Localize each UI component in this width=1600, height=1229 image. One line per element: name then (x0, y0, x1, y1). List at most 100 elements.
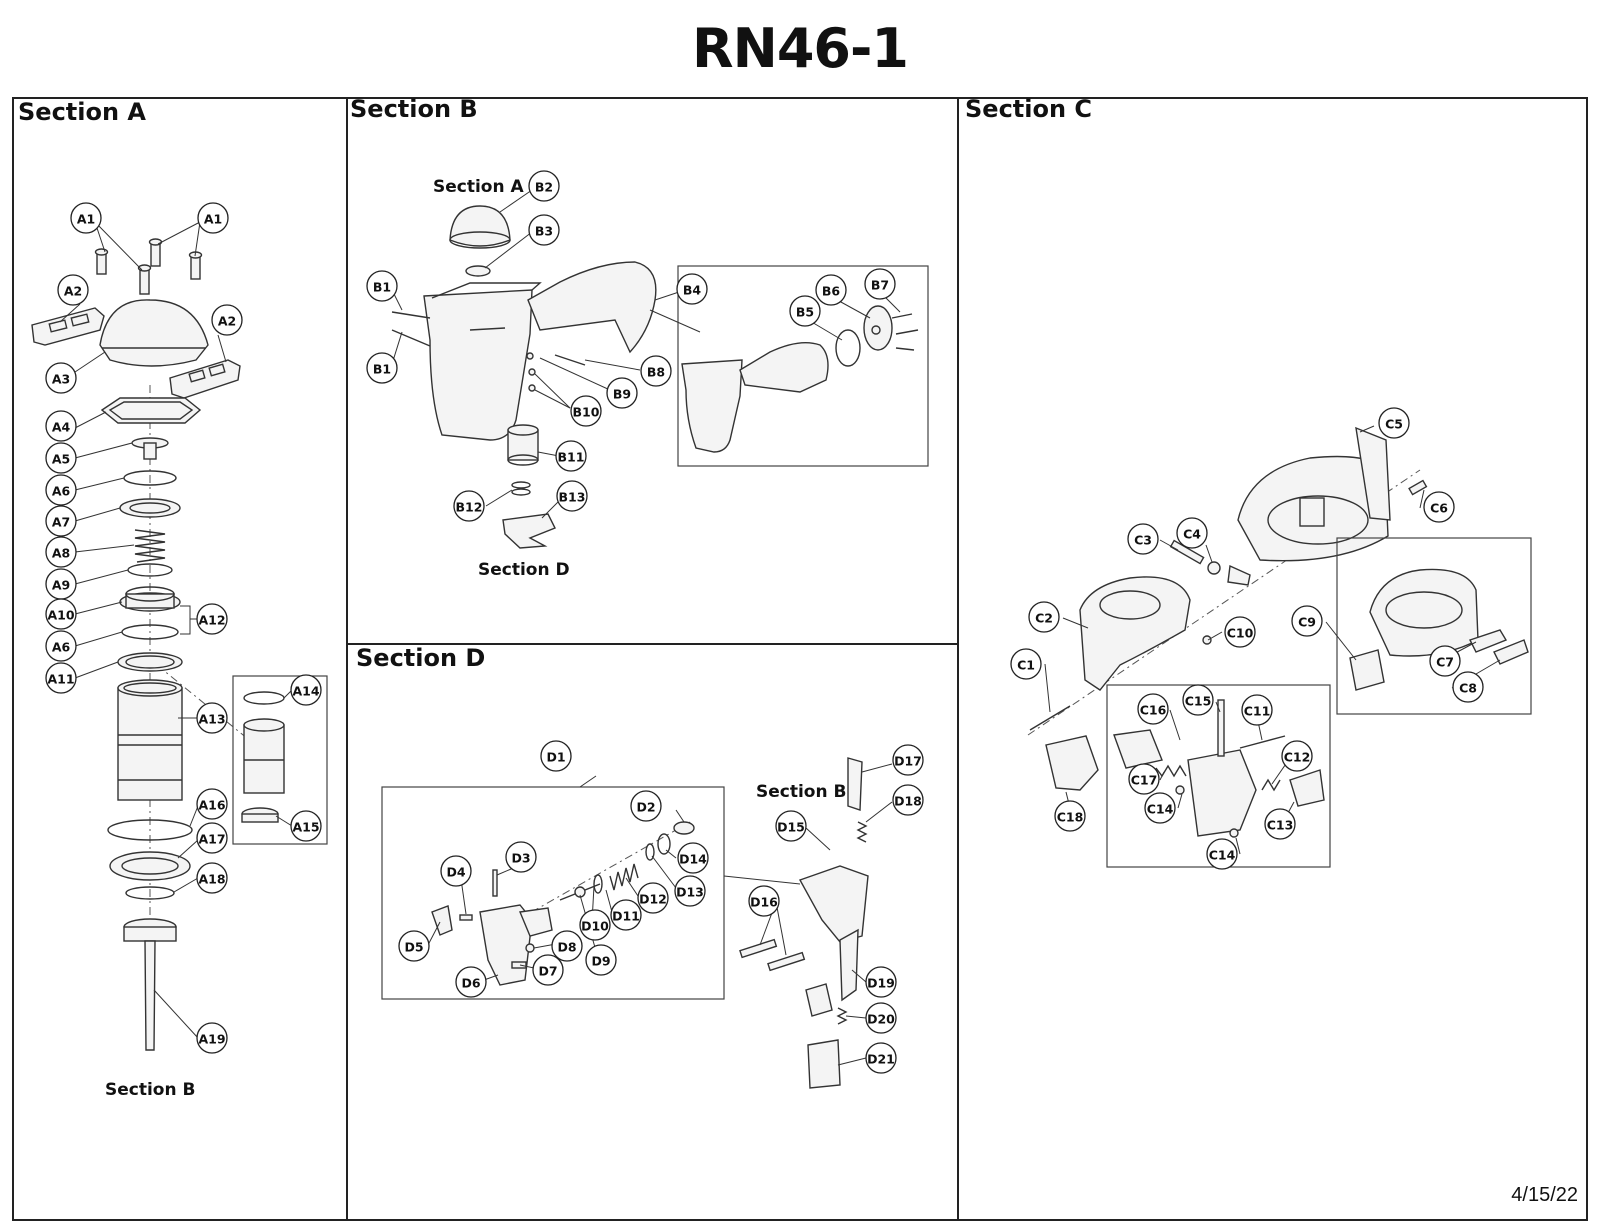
callout-bubble (57, 274, 89, 306)
callout-label: B6 (822, 284, 841, 299)
callout-bubble (585, 944, 617, 976)
callout-label: C4 (1183, 527, 1201, 542)
callout-bubble (640, 355, 672, 387)
callout-label: A11 (47, 672, 74, 687)
callout-bubble (366, 352, 398, 384)
callout-b12: B12 (453, 490, 485, 522)
callout-label: A1 (77, 212, 95, 227)
callout-label: A2 (218, 314, 236, 329)
callout-d7: D7 (532, 954, 564, 986)
callout-label: D15 (777, 820, 805, 835)
callout-label: D19 (867, 976, 895, 991)
callout-c12: C12 (1281, 740, 1313, 772)
callout-label: A10 (47, 608, 74, 623)
callout-b2: B2 (528, 170, 560, 202)
callout-label: D10 (581, 919, 609, 934)
callout-bubble (551, 930, 583, 962)
callout-label: D21 (867, 1052, 895, 1067)
callout-d16: D16 (748, 885, 780, 917)
callout-label: C12 (1284, 750, 1311, 765)
callout-label: A6 (52, 640, 71, 655)
callout-label: C18 (1057, 810, 1084, 825)
callout-d8: D8 (551, 930, 583, 962)
callout-label: D6 (461, 976, 480, 991)
callout-label: C8 (1459, 681, 1477, 696)
callout-label: C6 (1430, 501, 1448, 516)
callout-a6: A6 (45, 630, 77, 662)
callout-d10: D10 (579, 909, 611, 941)
callout-a6: A6 (45, 474, 77, 506)
callout-label: B2 (535, 180, 553, 195)
section-c-drawing (1027, 425, 1532, 868)
callout-label: A1 (204, 212, 222, 227)
callout-d19: D19 (865, 966, 897, 998)
callout-bubble (532, 954, 564, 986)
callout-bubble (505, 841, 537, 873)
section-d-title: Section D (356, 644, 486, 672)
callout-label: B11 (558, 450, 585, 465)
callout-bubble (1429, 645, 1461, 677)
section-b-drawing (391, 189, 929, 549)
callout-label: C14 (1209, 848, 1236, 863)
callout-label: D7 (538, 964, 557, 979)
callout-bubble (864, 268, 896, 300)
callout-label: D13 (676, 885, 704, 900)
callout-bubble (579, 909, 611, 941)
callout-label: A8 (52, 546, 70, 561)
callout-label: C13 (1267, 818, 1294, 833)
callout-label: D18 (894, 794, 922, 809)
callout-label: D3 (511, 851, 530, 866)
callout-label: A2 (64, 284, 82, 299)
callout-label: A19 (198, 1032, 225, 1047)
callout-bubble (455, 966, 487, 998)
callout-bubble (440, 855, 472, 887)
callout-c17: C17 (1128, 763, 1160, 795)
callout-label: D9 (591, 954, 610, 969)
callout-c7: C7 (1429, 645, 1461, 677)
callout-bubble (45, 410, 77, 442)
callout-label: D5 (404, 940, 423, 955)
callout-bubble (1452, 671, 1484, 703)
section-a-title: Section A (18, 98, 146, 126)
callout-bubble (637, 882, 669, 914)
callout-bubble (674, 875, 706, 907)
callout-bubble (892, 744, 924, 776)
callout-a4: A4 (45, 410, 77, 442)
callout-c1: C1 (1010, 648, 1042, 680)
callout-bubble (1010, 648, 1042, 680)
diagram-frame (12, 97, 1588, 1221)
callout-bubble (556, 480, 588, 512)
callout-label: C15 (1185, 694, 1212, 709)
callout-label: B9 (613, 387, 631, 402)
callout-label: A4 (52, 420, 71, 435)
callout-label: A5 (52, 452, 70, 467)
callout-b1: B1 (366, 270, 398, 302)
callout-c6: C6 (1423, 491, 1455, 523)
callout-bubble (865, 966, 897, 998)
callout-bubble (815, 274, 847, 306)
callout-bubble (676, 273, 708, 305)
callout-d2: D2 (630, 790, 662, 822)
section-b-title: Section B (350, 95, 478, 123)
callout-d5: D5 (398, 930, 430, 962)
callout-bubble (630, 790, 662, 822)
callout-d4: D4 (440, 855, 472, 887)
callout-label: A13 (198, 712, 225, 727)
callout-bubble (45, 474, 77, 506)
callout-bubble (45, 630, 77, 662)
callout-bubble (865, 1002, 897, 1034)
section-d-right-label: Section B (756, 782, 846, 802)
callout-bubble (1206, 838, 1238, 870)
callout-b13: B13 (556, 480, 588, 512)
callout-b10: B10 (570, 395, 602, 427)
callout-label: D8 (557, 940, 576, 955)
callout-label: B3 (535, 224, 553, 239)
callout-bubble (196, 1022, 228, 1054)
callout-label: C17 (1131, 773, 1158, 788)
section-a-bottom-label: Section B (105, 1080, 195, 1100)
callout-d21: D21 (865, 1042, 897, 1074)
callout-d13: D13 (674, 875, 706, 907)
callout-a7: A7 (45, 505, 77, 537)
callout-c10: C10 (1224, 616, 1256, 648)
callout-bubble (211, 304, 243, 336)
